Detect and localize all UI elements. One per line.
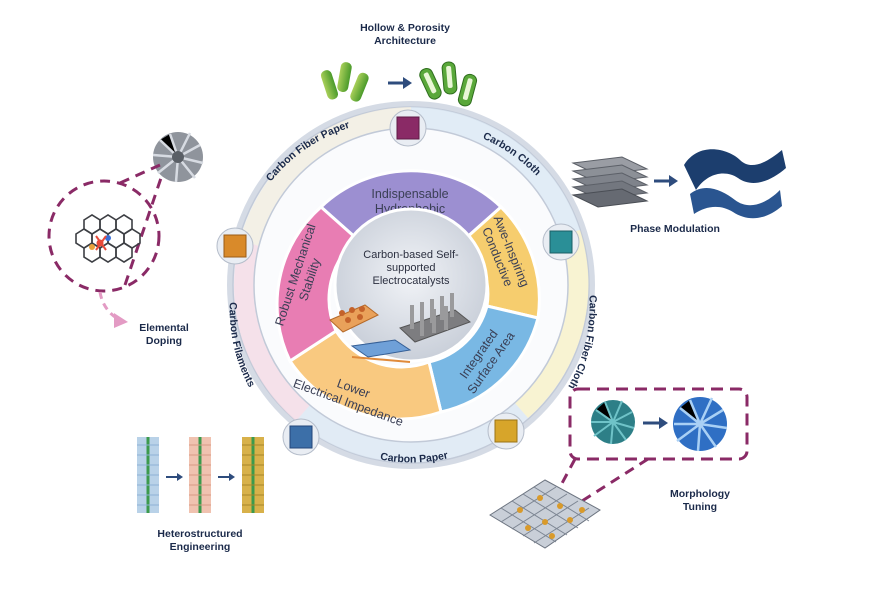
graphene-lattice-icon [75,214,141,263]
segment-mechanical [275,204,360,364]
label-hetero-line1: Heterostructured [157,528,243,540]
label-hollow-porosity: Hollow & Porosity Architecture [330,22,480,48]
center-title-1: Carbon-based Self- [363,249,459,261]
label-phase-line1: Phase Modulation [630,223,720,235]
catalyst-sheet-orange [329,304,379,333]
label-morphology-line2: Tuning [682,501,718,513]
label-carbon-paper: Carbon Paper [379,449,449,465]
nanoflower-teal-icon [591,400,635,445]
nanoflower-gray-icon [152,132,204,183]
arrow-right-icon [166,473,183,481]
heterostructure-illustration [137,437,264,513]
nanoflower-blue-icon [673,397,728,452]
label-heterostructured: Heterostructured Engineering [130,528,270,554]
cube-icon-gold [487,412,525,450]
catalyst-sheet-blue [350,339,412,363]
cube-icon-blue [282,418,320,456]
doping-dashed-line-bottom [123,174,164,286]
center-title-3: Electrocatalysts [372,275,450,287]
doping-dashed-line-top [119,163,161,185]
label-doping-line1: Elemental [139,322,189,334]
arrow-right-icon [654,175,678,187]
substrate-mesh-icon [489,479,601,549]
svg-text:Indispensable: Indispensable [371,187,448,201]
solid-rods-icon [320,62,369,102]
morphology-illustration [489,387,749,549]
elemental-doping-illustration [47,132,204,328]
doping-arrow-icon [98,291,121,322]
wavy-sheets-icon [684,149,786,219]
label-morphology-line1: Morphology [669,488,731,500]
label-phase-modulation: Phase Modulation [605,223,745,236]
arrow-right-icon [643,417,668,429]
arrow-right-icon [218,473,235,481]
center-hub: Carbon-based Self- supported Electrocata… [329,207,489,363]
hollow-rods-icon [419,61,478,107]
arrow-right-icon [388,77,412,89]
fiber-plain-icon [137,437,159,513]
label-hollow-line2: Architecture [374,35,436,47]
layered-stack-icon [571,156,649,208]
morphology-dashed-box [568,387,749,461]
doping-dashed-circle [47,179,161,293]
cube-icon-orange [216,227,254,265]
label-morphology-tuning: Morphology Tuning [640,488,760,514]
cube-icon-purple [389,109,427,147]
center-title-2: supported [387,262,436,274]
label-elemental-doping: Elemental Doping [124,322,204,348]
label-hollow-line1: Hollow & Porosity [360,22,450,34]
dopant-atoms [89,235,111,251]
cube-icon-teal [542,223,580,261]
fiber-coated-pink-icon [189,437,211,513]
label-doping-line2: Doping [145,335,183,347]
phase-modulation-illustration [571,149,786,219]
catalyst-pillar-array [399,293,472,343]
fiber-coated-gold-icon [242,437,264,513]
hollow-porosity-illustration [320,61,478,107]
label-hetero-line2: Engineering [169,541,231,553]
